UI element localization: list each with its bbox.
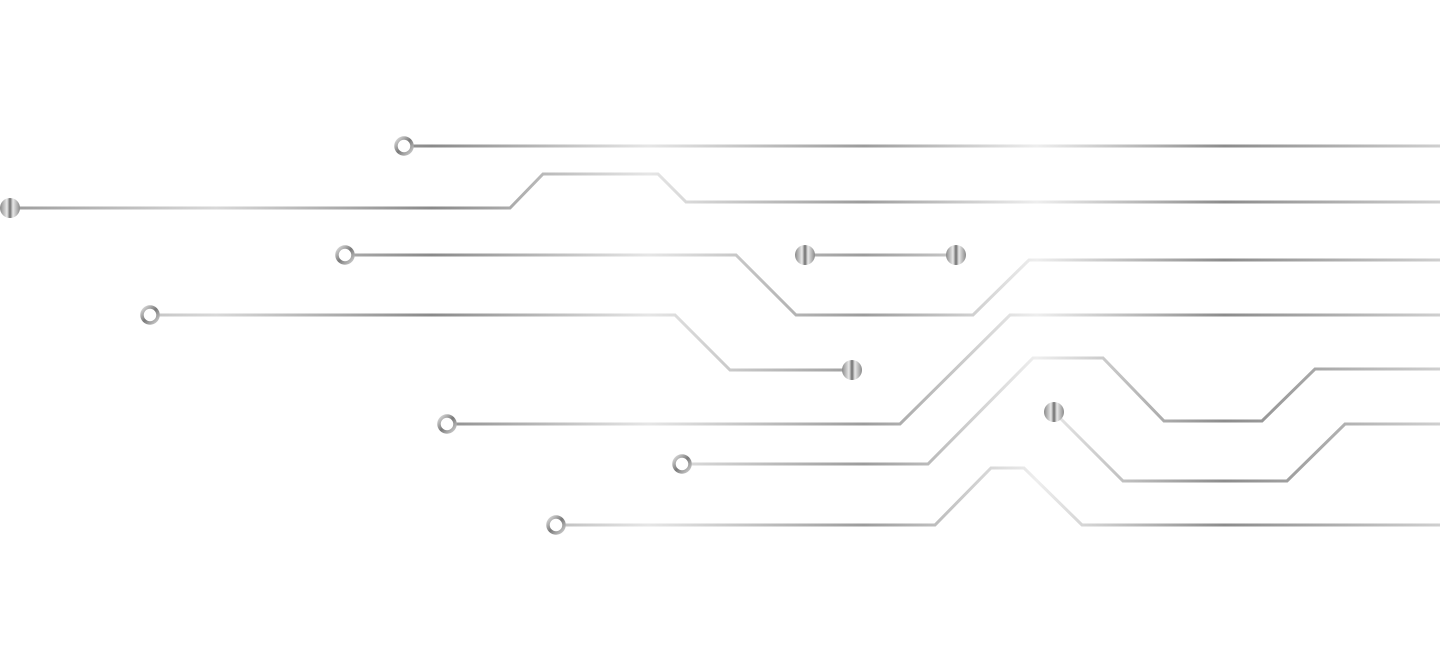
- ring-node-icon: [335, 245, 355, 265]
- solid-pad-node-icon: [795, 245, 815, 265]
- trace-7: [672, 356, 1440, 474]
- trace-9: [546, 466, 1440, 535]
- solid-pad-node-icon: [1044, 402, 1064, 422]
- ring-node-icon: [546, 515, 566, 535]
- trace-4: [795, 245, 966, 265]
- trace-2: [0, 172, 1440, 218]
- ring-node-icon: [140, 305, 160, 325]
- trace-8: [1044, 402, 1440, 483]
- solid-pad-node-icon: [0, 198, 20, 218]
- solid-pad-node-icon: [842, 360, 862, 380]
- solid-pad-node-icon: [946, 245, 966, 265]
- trace-5: [140, 305, 862, 380]
- ring-node-icon: [672, 454, 692, 474]
- trace-3: [335, 245, 1440, 317]
- trace-1: [394, 136, 1440, 156]
- ring-node-icon: [437, 414, 457, 434]
- trace-6: [437, 313, 1440, 434]
- ring-node-icon: [394, 136, 414, 156]
